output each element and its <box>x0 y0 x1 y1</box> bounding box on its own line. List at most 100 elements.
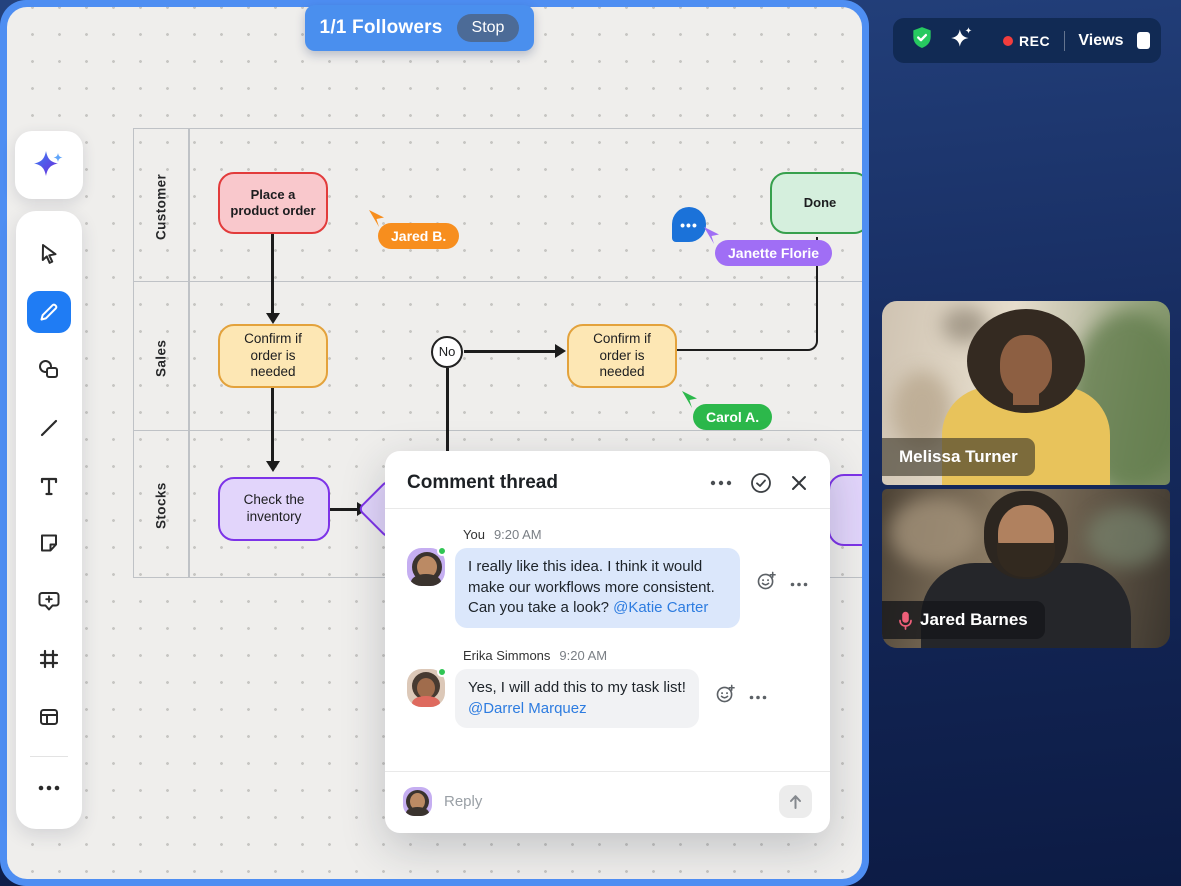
arrowhead <box>555 344 566 358</box>
comment-plus-icon <box>38 592 60 611</box>
sticky-note-icon <box>41 534 57 552</box>
close-icon[interactable] <box>790 474 808 492</box>
participant-name-tag: Melissa Turner <box>882 438 1035 476</box>
follow-banner: 1/1 Followers Stop <box>305 5 534 51</box>
message-bubble[interactable]: I really like this idea. I think it woul… <box>455 548 740 629</box>
pointer-icon <box>682 391 697 408</box>
flow-node-check-inventory[interactable]: Check the inventory <box>218 477 330 541</box>
avatar <box>403 787 432 816</box>
cursor-name-tag: Janette Florie <box>715 240 833 266</box>
privacy-shield-icon[interactable] <box>909 25 935 56</box>
text-tool[interactable] <box>27 465 71 507</box>
meeting-toolbar: REC Views <box>893 18 1161 63</box>
views-button[interactable]: Views <box>1078 31 1124 49</box>
ellipsis-icon <box>38 785 60 791</box>
divider <box>30 756 68 758</box>
message-bubble[interactable]: Yes, I will add this to my task list! @D… <box>455 669 699 729</box>
flow-node-done[interactable]: Done <box>770 172 862 234</box>
comment-tool[interactable] <box>27 580 71 622</box>
shapes-tool[interactable] <box>27 349 71 391</box>
message-more-icon[interactable] <box>790 574 808 592</box>
flow-node-confirm-order-1[interactable]: Confirm if order is needed <box>218 324 328 388</box>
connector <box>271 381 274 465</box>
message-row: Yes, I will add this to my task list! @D… <box>407 667 808 729</box>
pointer-icon <box>704 227 719 244</box>
message-author: You <box>463 527 485 542</box>
message-actions <box>756 570 808 596</box>
resolve-icon[interactable] <box>750 472 772 494</box>
cursor-icon <box>41 243 57 264</box>
frame-icon <box>39 650 59 669</box>
arrowhead <box>265 461 280 472</box>
comment-pin-dots: ••• <box>680 216 698 233</box>
cursor-name-tag: Jared B. <box>378 223 460 249</box>
cursor-jared: Jared B. <box>366 208 460 249</box>
participant-name: Melissa Turner <box>899 447 1018 466</box>
select-tool[interactable] <box>27 233 71 275</box>
add-reaction-icon[interactable] <box>756 570 777 596</box>
more-options-icon[interactable] <box>710 480 732 486</box>
flow-node-partial[interactable] <box>828 474 862 546</box>
reply-input[interactable] <box>444 793 767 810</box>
message-text: I really like this idea. I think it woul… <box>468 558 715 617</box>
online-dot <box>437 667 447 678</box>
flow-node-confirm-order-2[interactable]: Confirm if order is needed <box>567 324 677 388</box>
table-icon <box>40 709 58 726</box>
line-icon <box>40 419 58 436</box>
connector <box>330 508 362 511</box>
ai-sparkle-gradient-icon <box>34 151 63 176</box>
online-dot <box>437 546 447 556</box>
tools-panel <box>16 211 82 829</box>
lane-label-sales: Sales <box>153 339 169 377</box>
popup-title: Comment thread <box>407 472 558 493</box>
flow-node-place-order[interactable]: Place a product order <box>218 172 328 234</box>
connector <box>446 368 449 463</box>
connector <box>271 233 274 317</box>
participant-name-tag: Jared Barnes <box>882 601 1045 639</box>
mention-link[interactable]: @Katie Carter <box>613 599 709 617</box>
cursor-name-tag: Carol A. <box>693 404 773 430</box>
message-author: Erika Simmons <box>463 648 551 664</box>
more-tools[interactable] <box>27 767 71 809</box>
pencil-icon <box>40 303 58 321</box>
lane-label-customer: Customer <box>153 173 169 241</box>
recording-indicator: REC <box>1003 33 1050 49</box>
arrowhead <box>265 313 280 324</box>
participant-name: Jared Barnes <box>920 610 1028 629</box>
stop-following-button[interactable]: Stop <box>456 14 520 42</box>
table-tool[interactable] <box>27 696 71 738</box>
sticky-note-tool[interactable] <box>27 523 71 565</box>
mention-link[interactable]: @Darrel Marquez <box>468 699 587 717</box>
ai-sparkle-icon[interactable] <box>949 25 975 56</box>
shapes-icon <box>39 359 58 378</box>
add-reaction-icon[interactable] <box>715 683 736 709</box>
message-text: Yes, I will add this to my task list! <box>468 679 686 697</box>
message-actions <box>715 683 767 709</box>
ai-assistant-button[interactable] <box>15 131 83 199</box>
pointer-icon <box>369 210 384 227</box>
whiteboard-canvas[interactable]: Customer Sales Stocks Place a product or… <box>7 7 862 879</box>
comment-pin[interactable]: ••• <box>672 207 706 242</box>
video-tile-melissa[interactable]: Melissa Turner <box>882 301 1170 485</box>
views-layout-icon[interactable] <box>1137 32 1151 49</box>
message-time: 9:20 AM <box>559 648 608 664</box>
cursor-carol: Carol A. <box>679 389 773 430</box>
arrow-up-icon <box>790 794 801 809</box>
connector <box>464 350 559 353</box>
frame-tool[interactable] <box>27 638 71 680</box>
line-tool[interactable] <box>27 407 71 449</box>
reply-bar <box>385 771 830 833</box>
popup-header: Comment thread <box>385 451 830 508</box>
send-reply-button[interactable] <box>779 785 812 818</box>
draw-tool[interactable] <box>27 290 71 333</box>
canvas-frame: Customer Sales Stocks Place a product or… <box>0 0 869 886</box>
video-tile-jared[interactable]: Jared Barnes <box>882 489 1170 648</box>
flow-node-no[interactable]: No <box>431 336 463 368</box>
rec-dot-icon <box>1003 35 1013 46</box>
message-row: I really like this idea. I think it woul… <box>407 546 808 629</box>
mic-icon <box>899 611 912 630</box>
message-more-icon[interactable] <box>749 687 767 705</box>
